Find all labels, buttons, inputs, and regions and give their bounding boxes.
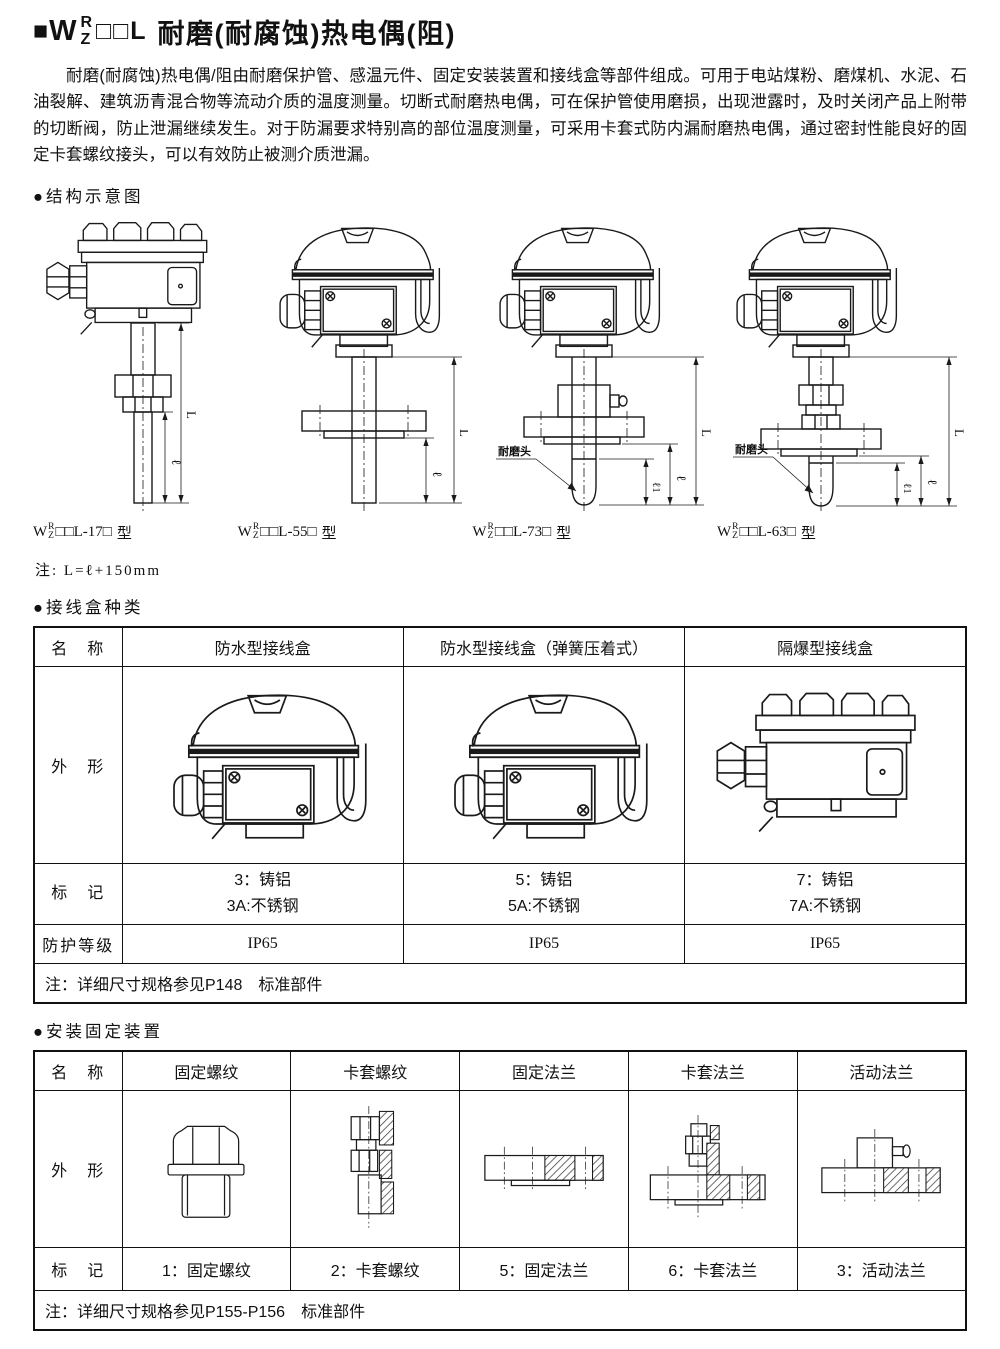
- table-row: 注：详细尺寸规格参见P148 标准部件: [33, 963, 967, 1004]
- thermocouple-55-drawing: L ℓ: [279, 226, 472, 511]
- table-row: 外 形: [33, 665, 967, 864]
- ferrule-flange-cell: [627, 1090, 798, 1249]
- thermocouple-73-drawing: 耐磨头 L ℓ ℓ1: [496, 226, 714, 512]
- row-label-mark: 标 记: [33, 862, 123, 926]
- mark-cell: 3：活动法兰: [796, 1247, 967, 1292]
- title-r: R: [80, 13, 93, 31]
- dim-L: L: [457, 429, 468, 437]
- mark-cell: 2：卡套螺纹: [290, 1247, 461, 1292]
- column-header: 固定法兰: [459, 1050, 629, 1092]
- ferrule-thread-drawing: [350, 1105, 395, 1228]
- protection-cell: IP65: [684, 924, 967, 965]
- title-z: Z: [80, 30, 91, 48]
- mounting-device-table: 名 称 固定螺纹 卡套螺纹 固定法兰 卡套法兰 活动法兰 外 形: [33, 1050, 967, 1332]
- mark-cell: 3：铸铝 3A:不锈钢: [121, 862, 404, 926]
- row-label-name: 名 称: [33, 1050, 123, 1092]
- dim-L: L: [184, 411, 199, 419]
- ferrule-thread-cell: [290, 1090, 461, 1249]
- table-row: 注：详细尺寸规格参见P155-P156 标准部件: [33, 1290, 967, 1331]
- mark-cell: 6：卡套法兰: [627, 1247, 798, 1292]
- dim-l: ℓ: [169, 459, 184, 465]
- mark-cell: 1：固定螺纹: [121, 1247, 292, 1292]
- section-heading-structure: ●结构示意图: [33, 186, 144, 206]
- fixed-flange-cell: [459, 1090, 629, 1249]
- mark-cell: 5：固定法兰: [459, 1247, 629, 1292]
- diagram-model-55: L ℓ W RZ □□L-55□ 型: [237, 215, 472, 543]
- page-title: ■ W R Z □□L 耐磨(耐腐蚀)热电偶(阻): [33, 12, 967, 51]
- waterproof-junction-box-drawing: [172, 694, 367, 840]
- thermocouple-63-drawing: 耐磨头 L ℓ ℓ1: [732, 226, 967, 512]
- exproof-junction-box-drawing: [716, 692, 916, 832]
- table-row: 标 记 3：铸铝 3A:不锈钢 5：铸铝 5A:不锈钢 7：铸铝 7A:不锈钢: [33, 862, 967, 926]
- wear-tip-label: 耐磨头: [498, 444, 531, 458]
- table-row: 防护等级 IP65 IP65 IP65: [33, 924, 967, 965]
- title-w: W: [49, 15, 77, 47]
- title-text: 耐磨(耐腐蚀)热电偶(阻): [157, 19, 456, 49]
- fixed-thread-drawing: [167, 1125, 245, 1218]
- movable-flange-cell: [796, 1090, 967, 1249]
- section-heading-junction: ●接线盒种类: [33, 597, 144, 617]
- dim-L: L: [699, 429, 712, 437]
- ferrule-flange-drawing: [649, 1114, 766, 1218]
- exproof-box-cell: [684, 665, 967, 864]
- section-heading-mounting: ●安装固定装置: [33, 1022, 163, 1042]
- column-header: 卡套螺纹: [290, 1050, 461, 1092]
- wear-tip-label: 耐磨头: [735, 442, 768, 456]
- thermocouple-17-drawing: L ℓ: [46, 221, 208, 511]
- column-header: 防水型接线盒: [121, 626, 404, 667]
- table-note: 注：详细尺寸规格参见P148 标准部件: [33, 963, 967, 1004]
- fixed-thread-cell: [121, 1090, 292, 1249]
- dim-l1: ℓ1: [650, 482, 662, 493]
- title-rz-stack: R Z: [80, 13, 93, 49]
- table-row: 名 称 防水型接线盒 防水型接线盒（弹簧压着式） 隔爆型接线盒: [33, 626, 967, 667]
- length-note: 注: L=ℓ+150mm: [35, 562, 162, 579]
- title-square-icon: ■: [33, 17, 49, 45]
- table-row: 外 形: [33, 1090, 967, 1249]
- protection-cell: IP65: [402, 924, 686, 965]
- column-header: 活动法兰: [796, 1050, 967, 1092]
- row-label-mark: 标 记: [33, 1247, 123, 1292]
- dim-l: ℓ: [430, 471, 445, 477]
- row-label-protection: 防护等级: [33, 924, 123, 965]
- intro-paragraph: 耐磨(耐腐蚀)热电偶/阻由耐磨保护管、感温元件、固定安装装置和接线盒等部件组成。…: [33, 67, 967, 165]
- dim-L: L: [952, 429, 967, 437]
- dim-l: ℓ: [925, 479, 940, 485]
- waterproof-spring-box-cell: [402, 665, 686, 864]
- diagram-model-73: 耐磨头 L ℓ ℓ1 W RZ □□L-7: [472, 215, 714, 543]
- table-row: 标 记 1：固定螺纹 2：卡套螺纹 5：固定法兰 6：卡套法兰 3：活动法兰: [33, 1247, 967, 1292]
- column-header: 隔爆型接线盒: [684, 626, 967, 667]
- dim-l: ℓ: [674, 475, 689, 481]
- row-label-name: 名 称: [33, 626, 123, 667]
- mark-cell: 5：铸铝 5A:不锈钢: [402, 862, 686, 926]
- column-header: 防水型接线盒（弹簧压着式）: [402, 626, 686, 667]
- mark-cell: 7：铸铝 7A:不锈钢: [684, 862, 967, 926]
- table-row: 名 称 固定螺纹 卡套螺纹 固定法兰 卡套法兰 活动法兰: [33, 1050, 967, 1092]
- table-note: 注：详细尺寸规格参见P155-P156 标准部件: [33, 1290, 967, 1331]
- row-label-shape: 外 形: [33, 665, 123, 864]
- waterproof-box-cell: [121, 665, 404, 864]
- movable-flange-drawing: [821, 1128, 942, 1202]
- dim-l1: ℓ1: [901, 483, 913, 494]
- waterproof-spring-junction-box-drawing: [454, 694, 648, 840]
- row-label-shape: 外 形: [33, 1090, 123, 1249]
- junction-box-table: 名 称 防水型接线盒 防水型接线盒（弹簧压着式） 隔爆型接线盒 外 形: [33, 625, 967, 1005]
- column-header: 卡套法兰: [627, 1050, 798, 1092]
- column-header: 固定螺纹: [121, 1050, 292, 1092]
- protection-cell: IP65: [121, 924, 404, 965]
- fixed-flange-drawing: [484, 1146, 604, 1189]
- title-model-boxes: □□L: [96, 17, 148, 45]
